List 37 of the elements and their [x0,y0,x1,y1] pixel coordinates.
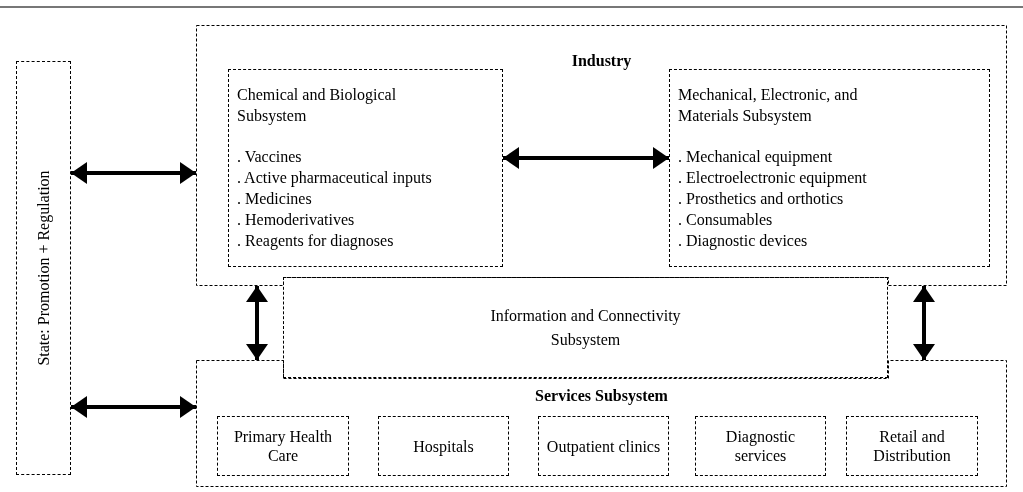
list-item: . Active pharmaceutical inputs [237,168,433,188]
subsystem-box [846,416,978,476]
double-arrow [246,286,268,360]
subsystem-box [538,416,669,476]
subsystem-heading: Mechanical, Electronic, and Materials Subsystem [678,85,859,126]
group-heading: Industry [571,51,632,71]
service-label: Outpatient clinics [546,436,661,456]
subsystem-heading: Chemical and Biological Subsystem [237,85,398,126]
list-item: . Reagents for diagnoses [237,231,395,251]
list-item: . Electroelectronic equipment [678,168,868,188]
subsystem-box [378,416,509,476]
service-label: Diagnostic services [724,427,797,465]
subsystem-box [217,416,349,476]
double-arrow [503,147,669,169]
subsystem-box [228,69,503,267]
list-item: . Medicines [237,189,313,209]
subsystem-box [695,416,826,476]
service-label: Retail and Distribution [872,427,952,465]
service-label: Primary Health Care [232,427,334,465]
group-box [196,25,1007,286]
side-box [16,61,71,475]
subsystem-box [669,69,990,267]
subsystem-box [283,277,888,378]
double-arrow [913,286,935,360]
list-item: . Hemoderivatives [237,210,356,230]
list-item: . Vaccines [237,147,303,167]
double-arrow [71,162,196,184]
list-item: . Prosthetics and orthotics [678,189,845,209]
node-label: State: Promotion + Regulation [33,170,54,366]
list-item: . Mechanical equipment [678,147,834,167]
list-item: . Diagnostic devices [678,231,809,251]
double-arrow [71,396,196,418]
list-item: . Consumables [678,210,774,230]
service-label: Hospitals [413,436,474,456]
group-heading: Services Subsystem [535,386,668,406]
group-box [196,360,1007,487]
node-label: Information and Connectivity Subsystem [489,305,682,351]
